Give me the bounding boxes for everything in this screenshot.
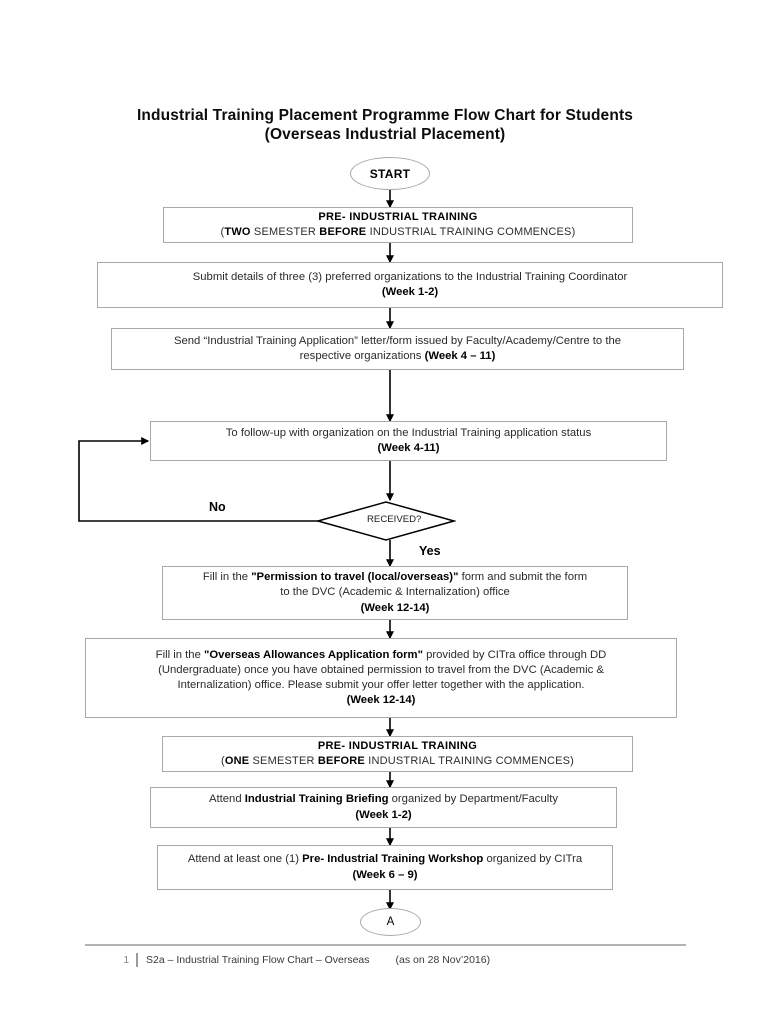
before-word-one: BEFORE bbox=[317, 755, 365, 767]
node-overseas-allowances[interactable]: Fill in the "Overseas Allowances Applica… bbox=[85, 638, 677, 718]
follow-up-line1: To follow-up with organization on the In… bbox=[225, 426, 592, 439]
send-application-week: (Week 4 – 11) bbox=[424, 350, 496, 362]
paren-open-one: ( bbox=[220, 755, 225, 767]
permission-line2: to the DVC (Academic & Internalization) … bbox=[280, 586, 510, 599]
node-pre-industrial-training-one[interactable]: PRE- INDUSTRIAL TRAINING (ONE SEMESTER B… bbox=[162, 736, 633, 772]
workshop-organizer-text: organized by CITra bbox=[483, 853, 583, 866]
allowances-provided-text: provided by CITra office through DD bbox=[422, 648, 607, 661]
commences-text: INDUSTRIAL TRAINING COMMENCES) bbox=[366, 226, 576, 238]
node-permission-to-travel[interactable]: Fill in the "Permission to travel (local… bbox=[162, 566, 628, 620]
submit-details-week: (Week 1-2) bbox=[381, 286, 439, 298]
start-terminator[interactable]: START bbox=[350, 157, 430, 190]
paren-open: ( bbox=[220, 226, 225, 238]
allowances-line1: Fill in the "Overseas Allowances Applica… bbox=[94, 648, 668, 663]
allowances-form-name: "Overseas Allowances Application form" bbox=[204, 648, 423, 661]
node-send-application[interactable]: Send “Industrial Training Application” l… bbox=[111, 328, 684, 370]
permission-line1: Fill in the "Permission to travel (local… bbox=[171, 570, 619, 585]
node-attend-workshop[interactable]: Attend at least one (1) Pre- Industrial … bbox=[157, 845, 613, 890]
pre-training-two-header: PRE- INDUSTRIAL TRAINING bbox=[318, 210, 478, 223]
workshop-line1: Attend at least one (1) Pre- Industrial … bbox=[166, 852, 604, 867]
workshop-week: (Week 6 – 9) bbox=[352, 868, 418, 881]
submit-details-line1: Submit details of three (3) preferred or… bbox=[192, 270, 628, 283]
page-title-line1: Industrial Training Placement Programme … bbox=[136, 107, 634, 124]
semester-word-one: SEMESTER bbox=[249, 755, 318, 767]
page-title-line2: (Overseas Industrial Placement) bbox=[264, 126, 506, 143]
allowances-week: (Week 12-14) bbox=[346, 694, 416, 707]
allowances-line2: (Undergraduate) once you have obtained p… bbox=[158, 663, 604, 676]
node-pre-industrial-training-two[interactable]: PRE- INDUSTRIAL TRAINING (TWO SEMESTER B… bbox=[163, 207, 633, 243]
send-application-line1: Send “Industrial Training Application” l… bbox=[173, 334, 622, 347]
briefing-attend-text: Attend bbox=[208, 793, 245, 806]
decision-no-label: No bbox=[209, 500, 226, 514]
permission-form-name: "Permission to travel (local/overseas)" bbox=[251, 571, 459, 584]
footer-date: (as on 28 Nov’2016) bbox=[395, 954, 491, 966]
permission-submit-text: form and submit the form bbox=[458, 571, 588, 584]
follow-up-week: (Week 4-11) bbox=[377, 442, 440, 454]
footer-vertical-rule bbox=[136, 953, 138, 967]
footer: 1 S2a – Industrial Training Flow Chart –… bbox=[85, 950, 686, 970]
diamond-shape bbox=[315, 501, 457, 541]
pre-training-one-subtext: (ONE SEMESTER BEFORE INDUSTRIAL TRAINING… bbox=[171, 754, 624, 769]
node-attend-briefing[interactable]: Attend Industrial Training Briefing orga… bbox=[150, 787, 617, 828]
footer-page-number: 1 bbox=[123, 954, 129, 966]
footer-divider bbox=[85, 944, 686, 946]
briefing-organizer-text: organized by Department/Faculty bbox=[388, 793, 559, 806]
workshop-name: Pre- Industrial Training Workshop bbox=[302, 853, 484, 866]
briefing-line1: Attend Industrial Training Briefing orga… bbox=[159, 792, 608, 807]
semester-count-one: ONE bbox=[224, 755, 250, 767]
briefing-name: Industrial Training Briefing bbox=[244, 793, 389, 806]
allowances-line3: Internalization) office. Please submit y… bbox=[177, 679, 585, 691]
footer-text: S2a – Industrial Training Flow Chart – O… bbox=[146, 954, 370, 966]
briefing-week: (Week 1-2) bbox=[355, 808, 412, 821]
node-submit-details[interactable]: Submit details of three (3) preferred or… bbox=[97, 262, 723, 308]
permission-fill-text: Fill in the bbox=[202, 571, 252, 584]
semester-word: SEMESTER bbox=[250, 226, 320, 238]
before-word: BEFORE bbox=[319, 226, 367, 238]
send-application-line2: respective organizations (Week 4 – 11) bbox=[120, 349, 675, 364]
decision-yes-label: Yes bbox=[419, 544, 441, 558]
allowances-fill-text: Fill in the bbox=[155, 648, 205, 661]
pre-training-two-subtext: (TWO SEMESTER BEFORE INDUSTRIAL TRAINING… bbox=[172, 225, 624, 240]
commences-text-one: INDUSTRIAL TRAINING COMMENCES) bbox=[364, 755, 575, 767]
permission-week: (Week 12-14) bbox=[360, 601, 430, 614]
workshop-attend-text: Attend at least one (1) bbox=[187, 853, 303, 866]
pre-training-one-header: PRE- INDUSTRIAL TRAINING bbox=[317, 739, 478, 752]
node-follow-up[interactable]: To follow-up with organization on the In… bbox=[150, 421, 667, 461]
decision-received[interactable]: RECEIVED? bbox=[315, 500, 457, 542]
start-label: START bbox=[369, 166, 411, 181]
respective-orgs-text: respective organizations bbox=[299, 350, 425, 362]
connector-a-label: A bbox=[386, 916, 395, 928]
semester-count: TWO bbox=[224, 226, 251, 238]
connector-a-terminator[interactable]: A bbox=[360, 908, 421, 936]
decision-received-label: RECEIVED? bbox=[367, 514, 422, 525]
